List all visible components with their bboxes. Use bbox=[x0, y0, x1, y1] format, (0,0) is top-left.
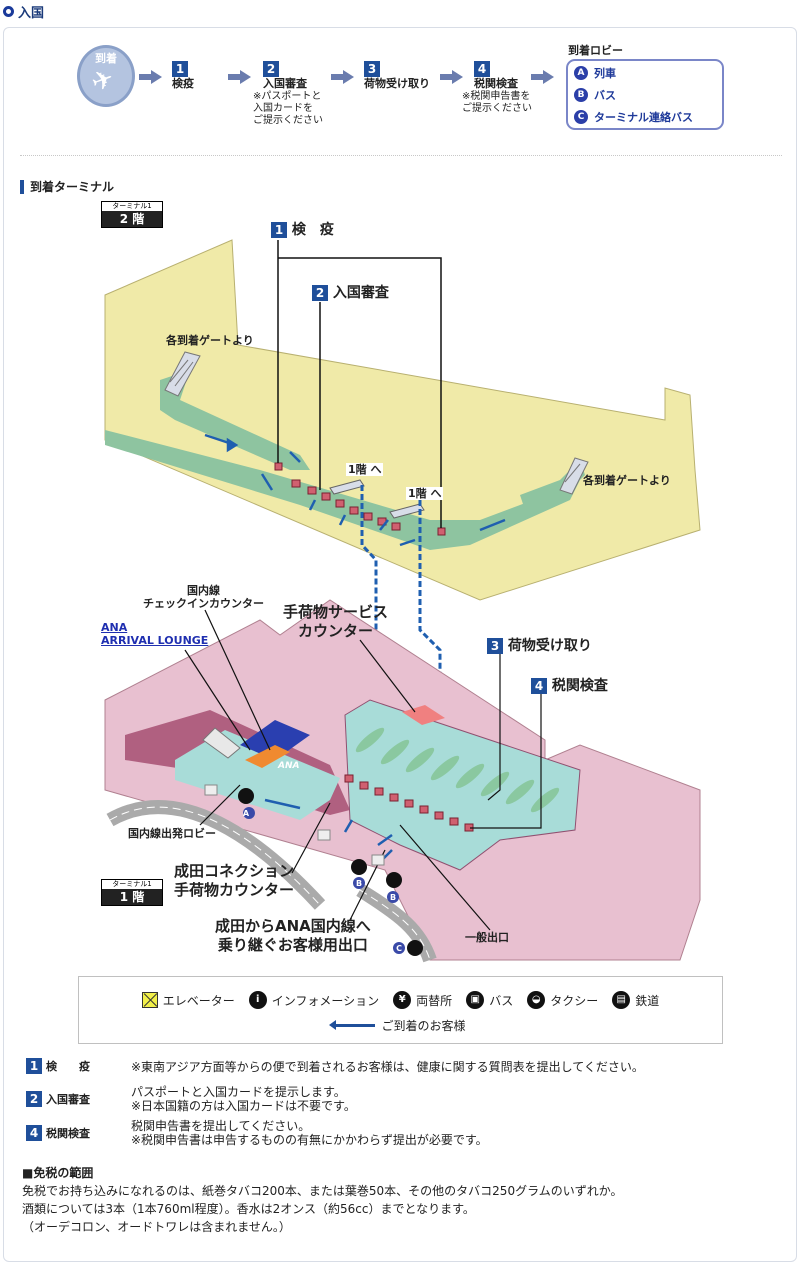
exchange-icon: ¥ bbox=[393, 991, 412, 1009]
divider bbox=[20, 155, 782, 156]
floor2-corridor bbox=[105, 430, 580, 550]
road-markings bbox=[109, 806, 431, 961]
immigration-note: ※パスポートと 入国カードを ご提示ください bbox=[253, 91, 323, 126]
ana-lounge-block bbox=[240, 720, 310, 760]
label-immigration: 2 入国審査 bbox=[312, 285, 389, 302]
page-title: 入国 bbox=[18, 5, 45, 21]
floor2-area bbox=[104, 239, 701, 601]
page-header: 入国 bbox=[0, 0, 44, 22]
arrival-flow: 到着 ✈ 1 検疫 2 入国審査 ※パスポートと 入国カードを ご提示ください … bbox=[0, 0, 802, 160]
bus-icon: ▣ bbox=[466, 991, 485, 1009]
legend-bus: ▣バス bbox=[466, 991, 513, 1009]
customs-booths bbox=[344, 774, 474, 832]
legend-taxi: ◒タクシー bbox=[527, 991, 598, 1009]
information-icon: i bbox=[248, 991, 267, 1009]
label-gates-right: 各到着ゲートより bbox=[583, 474, 671, 487]
badge-b2: B bbox=[390, 893, 396, 902]
ana-logo: ANA bbox=[277, 761, 299, 771]
label-quarantine: 1 検 疫 bbox=[271, 222, 334, 239]
moving-walkway bbox=[329, 479, 425, 519]
lobby-title: 到着ロビー bbox=[568, 44, 623, 57]
arrival-label: 到着 bbox=[95, 52, 117, 65]
badge-a: A bbox=[243, 809, 250, 818]
duty-free-line: 酒類については3本（1本760ml程度）。香水は2オンス（約56cc）までとなり… bbox=[22, 1202, 475, 1216]
label-baggage-service: 手荷物サービス カウンター bbox=[283, 603, 389, 640]
flow-step-baggage: 3 荷物受け取り bbox=[364, 61, 430, 90]
label-domestic-lobby: 国内線出発ロビー bbox=[128, 827, 216, 840]
arrival-plane-icon: 到着 ✈ bbox=[77, 45, 135, 107]
map-leaders bbox=[184, 609, 542, 931]
floor-tag-2f: ターミナル1 2 階 bbox=[101, 201, 163, 228]
label-ana-domestic-exit: 成田からANA国内線へ 乗り継ぐお客様用出口 bbox=[215, 917, 371, 954]
train-icon: ▤ bbox=[612, 991, 631, 1009]
route-down-b bbox=[418, 500, 442, 800]
content-frame bbox=[3, 27, 797, 1262]
floor2-walkway-left bbox=[160, 370, 310, 470]
header-bullet-icon bbox=[3, 5, 14, 17]
label-narita-connection: 成田コネクション 手荷物カウンター bbox=[174, 862, 295, 899]
flow-arrow-icon bbox=[228, 70, 252, 84]
badge-b: B bbox=[356, 879, 362, 888]
flow-step-customs: 4 税関検査 ※税関申告書を ご提示ください bbox=[462, 61, 532, 114]
label-customs: 4 税関検査 bbox=[531, 678, 608, 695]
duty-free-section: ■免税の範囲 免税でお持ち込みになれるのは、紙巻タバコ200本、または葉巻50本… bbox=[22, 1164, 622, 1236]
flow-arrow-icon bbox=[139, 70, 163, 84]
legend-train: ▤鉄道 bbox=[612, 991, 659, 1009]
map-icons bbox=[204, 784, 423, 956]
duty-free-line: （オーデコロン、オードトワレは含まれません。） bbox=[22, 1220, 291, 1234]
legend-elevator: エレベーター bbox=[141, 992, 235, 1009]
customs-note: ※税関申告書を ご提示ください bbox=[462, 91, 532, 114]
leader-quarantine-right bbox=[278, 257, 442, 528]
taxi-icon: ◒ bbox=[527, 991, 546, 1009]
elevator-icon bbox=[141, 992, 158, 1008]
floor1-escalator bbox=[202, 727, 241, 759]
domestic-hall bbox=[175, 730, 340, 820]
domestic-checkin-counter bbox=[245, 745, 290, 768]
label-general-exit: 一般出口 bbox=[465, 931, 509, 944]
escalator-left-icon bbox=[164, 351, 201, 397]
section-title: 到着ターミナル bbox=[20, 178, 114, 195]
flow-step-quarantine: 1 検疫 bbox=[172, 61, 194, 90]
duty-free-title: ■免税の範囲 bbox=[22, 1166, 94, 1180]
arrival-route-arrows bbox=[204, 433, 506, 547]
ana-arrival-lounge-link[interactable]: ANA ARRIVAL LOUNGE bbox=[101, 621, 209, 647]
label-domestic-checkin: 国内線 チェックインカウンター bbox=[143, 584, 264, 610]
legend-arrival-route: ご到着のお客様 bbox=[329, 1017, 466, 1034]
arrow-left-icon bbox=[329, 1020, 376, 1030]
flow-step-immigration: 2 入国審査 ※パスポートと 入国カードを ご提示ください bbox=[253, 61, 323, 126]
flow-arrow-icon bbox=[331, 70, 355, 84]
escalator-right-icon bbox=[559, 457, 589, 495]
flow-arrow-icon bbox=[531, 70, 555, 84]
label-to-1f-b: 1階 へ bbox=[406, 487, 444, 500]
flow-arrow-icon bbox=[440, 70, 464, 84]
legend-exchange: ¥両替所 bbox=[393, 991, 452, 1009]
baggage-carousels bbox=[355, 727, 560, 813]
badge-c: C bbox=[396, 944, 402, 953]
label-to-1f-a: 1階 へ bbox=[346, 463, 384, 476]
label-gates-left: 各到着ゲートより bbox=[166, 334, 254, 347]
floor-tag-1f: ターミナル1 1 階 bbox=[101, 879, 163, 906]
duty-free-line: 免税でお持ち込みになれるのは、紙巻タバコ200本、または葉巻50本、その他のタバ… bbox=[22, 1184, 623, 1198]
terminal-map: ANA bbox=[104, 239, 701, 963]
label-baggage-claim: 3 荷物受け取り bbox=[487, 638, 592, 655]
